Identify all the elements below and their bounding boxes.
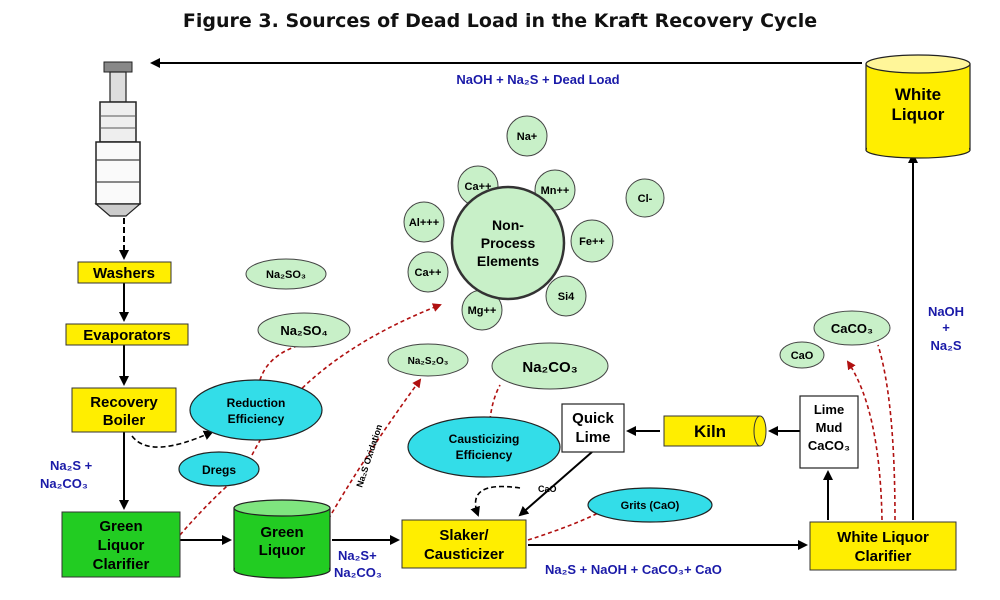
quick-lime-box: Quick Lime: [561, 403, 625, 453]
green-liquor-clarifier-box: Green Liquor Clarifier: [61, 511, 181, 578]
clarifier-to-cao-dashed: [846, 360, 883, 521]
caust-label-1: Causticizing: [449, 432, 520, 446]
clarifier-to-dregs-dashed: [179, 468, 247, 536]
cao-loop-dashed: [470, 485, 521, 517]
white-liquor-tank: White Liquor: [865, 54, 971, 159]
washers-label: Washers: [93, 265, 155, 282]
caust-to-na2co3-dashed: [489, 384, 501, 421]
slaker-causticizer-box: Slaker/ Causticizer: [401, 519, 527, 569]
boiler-out-label-1: Na₂S +: [50, 458, 93, 473]
na2co3-bubble: Na₂CO₃: [491, 342, 609, 390]
ion-label: Fe++: [579, 236, 605, 248]
slaker-out-label: Na₂S + NaOH + CaCO₃+ CaO: [545, 562, 722, 577]
na2so3-label: Na₂SO₃: [266, 269, 306, 281]
ion-label: Ca++: [415, 267, 442, 279]
na2s2o3-label: Na₂S₂O₃: [408, 356, 449, 367]
kiln-box: Kiln: [663, 415, 767, 447]
glc-label-2: Liquor: [98, 537, 145, 554]
ion-label: Cl-: [638, 193, 653, 205]
tank-out-label-2: Na₂CO₃: [334, 565, 382, 580]
white-up-label-1: NaOH: [928, 304, 964, 319]
glc-label-3: Clarifier: [93, 556, 150, 573]
recovery-boiler-box: Recovery Boiler: [71, 387, 177, 433]
lime-mud-box: Lime Mud CaCO₃: [799, 395, 859, 469]
lime-mud-label-3: CaCO₃: [808, 438, 850, 453]
gl-tank-label-2: Liquor: [259, 542, 306, 559]
gl-tank-label-1: Green: [260, 524, 303, 541]
reduction-to-na2so4-dashed: [259, 344, 301, 381]
lime-mud-label-1: Lime: [814, 402, 844, 417]
green-liquor-tank: Green Liquor: [233, 499, 331, 579]
wlc-label-2: Clarifier: [855, 548, 912, 565]
grits-oval: Grits (CaO): [587, 487, 713, 523]
slaker-to-grits-dashed: [527, 511, 601, 541]
recovery-boiler-label-1: Recovery: [90, 394, 158, 411]
na2s-oxidation-label: Na₂S Oxidation: [354, 423, 384, 488]
caust-label-2: Efficiency: [456, 448, 513, 462]
white-up-label-3: Na₂S: [930, 338, 961, 353]
na2s2o3-bubble: Na₂S₂O₃: [387, 343, 469, 377]
na2so4-bubble: Na₂SO₄: [257, 312, 351, 348]
quick-lime-label-1: Quick: [572, 410, 614, 427]
cao-label: CaO: [791, 350, 814, 362]
kiln-label: Kiln: [694, 422, 726, 441]
glc-label-1: Green: [99, 518, 142, 535]
reduction-label-2: Efficiency: [228, 412, 285, 426]
wl-tank-label-1: White: [895, 85, 941, 104]
boiler-to-reduction-dashed: [131, 430, 214, 448]
evaporators-box: Evaporators: [65, 323, 189, 346]
white-liquor-clarifier-box: White Liquor Clarifier: [809, 521, 957, 571]
washers-box: Washers: [77, 261, 172, 284]
ion-label: Na+: [517, 131, 538, 143]
npe-cluster: Na+ Ca++ Mn++ Cl- Al+++ Fe++ Ca++ Si4 Mg…: [403, 115, 665, 331]
white-up-label-2: +: [942, 320, 950, 335]
na2so3-bubble: Na₂SO₃: [245, 258, 327, 290]
cao-bubble: CaO: [779, 341, 825, 369]
wlc-label-1: White Liquor: [837, 529, 929, 546]
recovery-boiler-label-2: Boiler: [103, 412, 146, 429]
cao-small-label: CaO: [538, 484, 557, 494]
npe-center-bubble: [450, 185, 566, 301]
ion-bubble: [407, 251, 449, 293]
caco3-label: CaCO₃: [831, 321, 873, 336]
npe-label-2: Process: [481, 235, 536, 251]
ion-bubble: [570, 219, 614, 263]
ion-label: Ca++: [465, 181, 492, 193]
ion-bubble: [625, 178, 665, 218]
digester-icon: [94, 61, 142, 217]
caco3-bubble: CaCO₃: [813, 310, 891, 346]
na2co3-label: Na₂CO₃: [522, 359, 577, 376]
quicklime-to-slaker-arrow: [518, 451, 593, 517]
wl-tank-label-2: Liquor: [892, 105, 945, 124]
ion-bubble: [506, 115, 548, 157]
ion-bubble: [545, 275, 587, 317]
npe-label-3: Elements: [477, 253, 539, 269]
na2so4-label: Na₂SO₄: [280, 323, 327, 338]
ion-label: Mg++: [468, 305, 497, 317]
ion-bubble: [403, 201, 445, 243]
dregs-oval: Dregs: [178, 451, 260, 487]
evaporators-label: Evaporators: [83, 327, 171, 344]
ion-label: Si4: [558, 291, 575, 303]
npe-label-1: Non-: [492, 217, 524, 233]
ion-label: Al+++: [409, 217, 439, 229]
ion-label: Mn++: [541, 185, 570, 197]
tank-out-label-1: Na₂S+: [338, 548, 377, 563]
grits-label: Grits (CaO): [621, 500, 680, 512]
dregs-label: Dregs: [202, 463, 236, 477]
clarifier-to-caco3-dashed: [877, 344, 896, 521]
causticizing-efficiency-oval: Causticizing Efficiency: [407, 416, 561, 478]
reduction-efficiency-oval: Reduction Efficiency: [189, 379, 323, 441]
reduction-label-1: Reduction: [227, 396, 286, 410]
slaker-label-2: Causticizer: [424, 546, 504, 563]
quick-lime-label-2: Lime: [575, 429, 610, 446]
top-flow-label: NaOH + Na₂S + Dead Load: [456, 72, 619, 87]
boiler-out-label-2: Na₂CO₃: [40, 476, 88, 491]
slaker-label-1: Slaker/: [439, 527, 489, 544]
figure-title: Figure 3. Sources of Dead Load in the Kr…: [183, 10, 817, 32]
lime-mud-label-2: Mud: [816, 420, 843, 435]
